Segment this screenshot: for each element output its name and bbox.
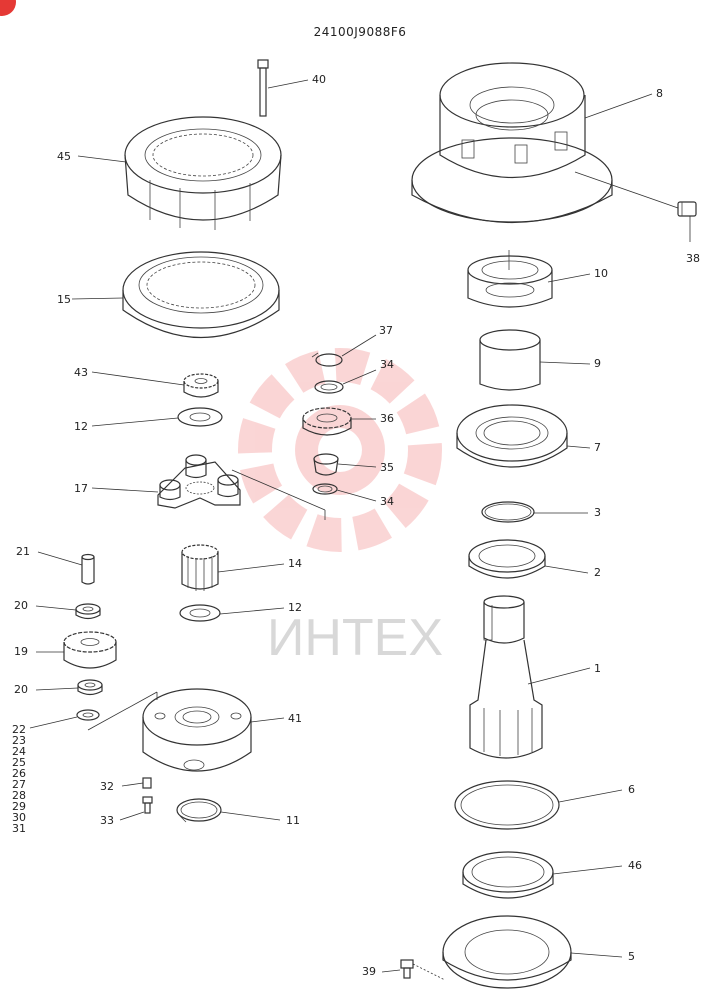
label-45: 45: [57, 150, 71, 163]
part-7-bearing: [456, 404, 568, 468]
label-15: 15: [57, 293, 71, 306]
label-27: 27: [12, 778, 26, 791]
label-26: 26: [12, 767, 26, 780]
part-11-snap-ring: [176, 798, 222, 823]
part-34-washer-upper: [314, 380, 344, 394]
part-12-washer-upper: [177, 407, 223, 427]
label-46: 46: [628, 859, 642, 872]
label-34-upper: 34: [380, 358, 394, 371]
label-31: 31: [12, 822, 26, 835]
label-29: 29: [12, 800, 26, 813]
label-1: 1: [594, 662, 601, 675]
part-9-sleeve: [479, 329, 541, 391]
part-40-bolt: [257, 59, 269, 117]
label-23: 23: [12, 734, 26, 747]
label-20-lower: 20: [14, 683, 28, 696]
label-stack-22-31: 22 23 24 25 26 27 28 29 30 31: [12, 723, 26, 835]
label-43: 43: [74, 366, 88, 379]
label-33: 33: [100, 814, 114, 827]
label-12-lower: 12: [288, 601, 302, 614]
part-34-washer-lower: [312, 483, 338, 495]
label-37: 37: [379, 324, 393, 337]
label-40: 40: [312, 73, 326, 86]
label-36: 36: [380, 412, 394, 425]
part-22-washer: [76, 709, 100, 721]
label-20-upper: 20: [14, 599, 28, 612]
part-46-ring: [462, 851, 554, 899]
part-14-planet-gear: [181, 544, 219, 591]
label-32: 32: [100, 780, 114, 793]
diagram-title: 24100J9088F6: [314, 25, 407, 39]
label-25: 25: [12, 756, 26, 769]
label-6: 6: [628, 783, 635, 796]
label-41: 41: [288, 712, 302, 725]
label-35: 35: [380, 461, 394, 474]
part-36-gear: [302, 407, 352, 436]
part-1-pinion-shaft: [469, 595, 543, 759]
label-17: 17: [74, 482, 88, 495]
label-34-lower: 34: [380, 495, 394, 508]
part-8-housing: [411, 62, 613, 223]
label-22: 22: [12, 723, 26, 736]
label-39: 39: [362, 965, 376, 978]
watermark-text: ИНТЕХ: [267, 609, 443, 667]
label-7: 7: [594, 441, 601, 454]
label-2: 2: [594, 566, 601, 579]
part-33-bolt: [142, 796, 153, 814]
part-38-plug: [677, 201, 697, 217]
label-12-upper: 12: [74, 420, 88, 433]
part-43-sun-gear: [183, 373, 219, 398]
part-3-snap-ring: [481, 501, 535, 523]
part-10-bearing: [467, 255, 553, 308]
part-37-snap-ring: [311, 352, 343, 367]
part-21-pin: [81, 553, 95, 585]
part-39-bolt: [400, 959, 414, 979]
label-24: 24: [12, 745, 26, 758]
part-19-gear: [63, 631, 117, 669]
label-19: 19: [14, 645, 28, 658]
label-28: 28: [12, 789, 26, 802]
part-15-ring-gear: [122, 251, 280, 339]
part-20-bushing-lower: [77, 679, 103, 696]
part-35-needle-bearing: [313, 453, 339, 476]
label-11: 11: [286, 814, 300, 827]
label-8: 8: [656, 87, 663, 100]
part-20-bushing-upper: [75, 603, 101, 620]
part-17-carrier: [157, 454, 241, 509]
label-5: 5: [628, 950, 635, 963]
part-41-carrier: [142, 688, 252, 772]
corner-badge: [0, 0, 16, 16]
part-12-washer-lower: [179, 604, 221, 622]
label-9: 9: [594, 357, 601, 370]
part-6-ring: [454, 780, 560, 830]
label-14: 14: [288, 557, 302, 570]
label-10: 10: [594, 267, 608, 280]
label-38: 38: [686, 252, 700, 265]
part-5-cover-plate: [442, 915, 572, 989]
part-32-pin: [142, 777, 152, 789]
part-45-ring-gear: [124, 116, 282, 230]
part-2-seal: [468, 539, 546, 579]
label-21: 21: [16, 545, 30, 558]
label-30: 30: [12, 811, 26, 824]
label-3: 3: [594, 506, 601, 519]
